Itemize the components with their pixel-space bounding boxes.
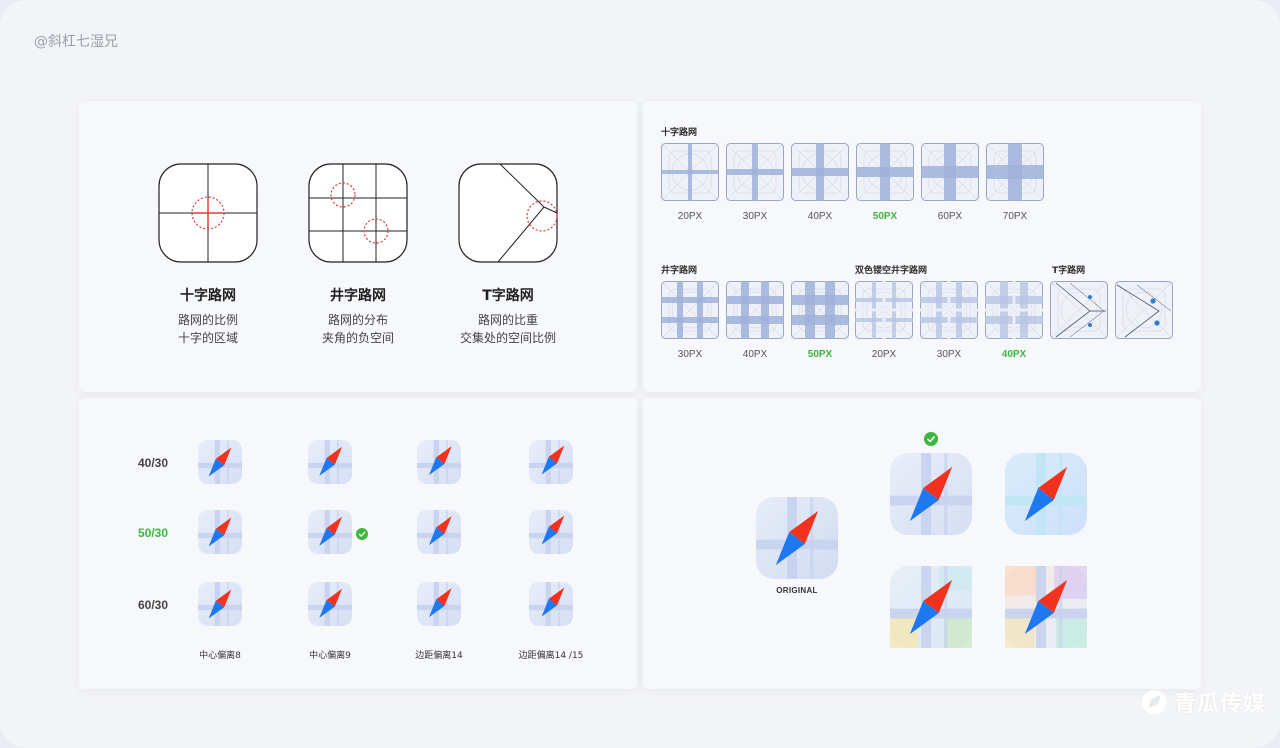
well-grid-diagram [308, 163, 408, 263]
cross-grid-diagram [158, 163, 258, 263]
well-grid-tile [660, 280, 720, 344]
well-width-label: 50PX [807, 349, 833, 360]
ratio-row-label: 50/30 [138, 526, 169, 540]
cross-width-label: 40PX [807, 211, 833, 222]
compass-pastel-variant-icon [1005, 566, 1087, 653]
road-network-types-panel: 十字路网 路网的比例 十字的区域 井字路网 路网的分布 夹角的负空间 T字路网 … [79, 101, 637, 392]
hollow-grid-tile [984, 280, 1044, 344]
compass-variant-icon [529, 440, 573, 489]
t-desc-1: 路网的比重 [477, 313, 538, 327]
compass-variant-icon [308, 440, 352, 489]
hollow-section-title: 双色镂空井字路网 [855, 266, 928, 276]
t-section-title: T字路网 [1052, 266, 1086, 276]
offset-column-label: 边距偏离14 [415, 651, 463, 661]
compass-variant-icon [198, 510, 242, 559]
selected-check-icon [356, 527, 368, 545]
well-grid-tile [790, 280, 850, 344]
well-desc-2: 夹角的负空间 [321, 331, 394, 345]
brand-watermark: 青瓜传媒 [1140, 686, 1266, 718]
well-width-label: 30PX [677, 349, 703, 360]
brand-logo-icon [1141, 690, 1166, 714]
cross-grid-tile [790, 142, 850, 206]
cross-section-title: 十字路网 [661, 128, 698, 138]
cross-width-label: 30PX [742, 211, 768, 222]
compass-multicolor-variant-icon [890, 566, 972, 653]
well-section-title: 井字路网 [661, 266, 698, 276]
well-grid-tile [725, 280, 785, 344]
cross-width-label: 50PX [872, 211, 898, 222]
cross-grid-tile [855, 142, 915, 206]
compass-variant-icon [529, 510, 573, 559]
well-width-label: 40PX [742, 349, 768, 360]
cross-title: 十字路网 [180, 288, 236, 304]
original-compass-icon [756, 497, 838, 584]
ratio-row-label: 60/30 [138, 598, 169, 612]
compass-offset-panel: 40/30 50/30 60/30 中心偏离8 中心偏离9 边距偏离14 边距偏离14… [79, 398, 637, 689]
compass-variant-icon [308, 582, 352, 631]
cross-width-label: 20PX [677, 211, 703, 222]
well-desc-1: 路网的分布 [327, 313, 388, 327]
road-width-comparison-panel: 十字路网 井字路网 双色镂空井字路网 T字路网 20PX 30PX 40PX 5… [643, 101, 1201, 392]
cross-grid-tile [725, 142, 785, 206]
hollow-width-label: 30PX [936, 349, 962, 360]
ratio-row-label: 40/30 [138, 456, 169, 470]
t-grid-tile [1114, 280, 1174, 344]
compass-variant-icon [198, 440, 242, 489]
t-grid-tile [1049, 280, 1109, 344]
compass-variant-icon [417, 582, 461, 631]
cross-desc-2: 十字的区域 [177, 331, 238, 345]
well-title: 井字路网 [330, 288, 386, 304]
offset-column-label: 中心偏离9 [309, 651, 351, 661]
author-watermark: @斜杠七湿兄 [34, 34, 118, 50]
t-title: T字路网 [482, 288, 534, 304]
hollow-width-label: 40PX [1001, 349, 1027, 360]
selected-check-icon [924, 432, 938, 451]
t-grid-diagram [458, 163, 558, 263]
color-variants-panel: ORIGINAL [643, 398, 1201, 689]
original-label: ORIGINAL [776, 586, 818, 595]
hollow-grid-tile [919, 280, 979, 344]
cross-width-label: 60PX [937, 211, 963, 222]
compass-blue-variant-icon [890, 453, 972, 540]
cross-grid-tile [985, 142, 1045, 206]
cross-grid-tile [660, 142, 720, 206]
cross-width-label: 70PX [1002, 211, 1028, 222]
compass-variant-icon [417, 440, 461, 489]
cross-grid-tile [920, 142, 980, 206]
compass-cyan-variant-icon [1005, 453, 1087, 540]
compass-variant-icon [417, 510, 461, 559]
t-desc-2: 交集处的空间比例 [459, 331, 556, 345]
compass-variant-icon [198, 582, 242, 631]
brand-name: 青瓜传媒 [1173, 692, 1266, 717]
hollow-grid-tile [854, 280, 914, 344]
hollow-width-label: 20PX [871, 349, 897, 360]
offset-column-label: 中心偏离8 [199, 651, 241, 661]
compass-variant-icon [308, 510, 352, 559]
compass-variant-icon [529, 582, 573, 631]
cross-desc-1: 路网的比例 [177, 313, 238, 327]
offset-column-label: 边距偏离14 /15 [518, 651, 584, 661]
